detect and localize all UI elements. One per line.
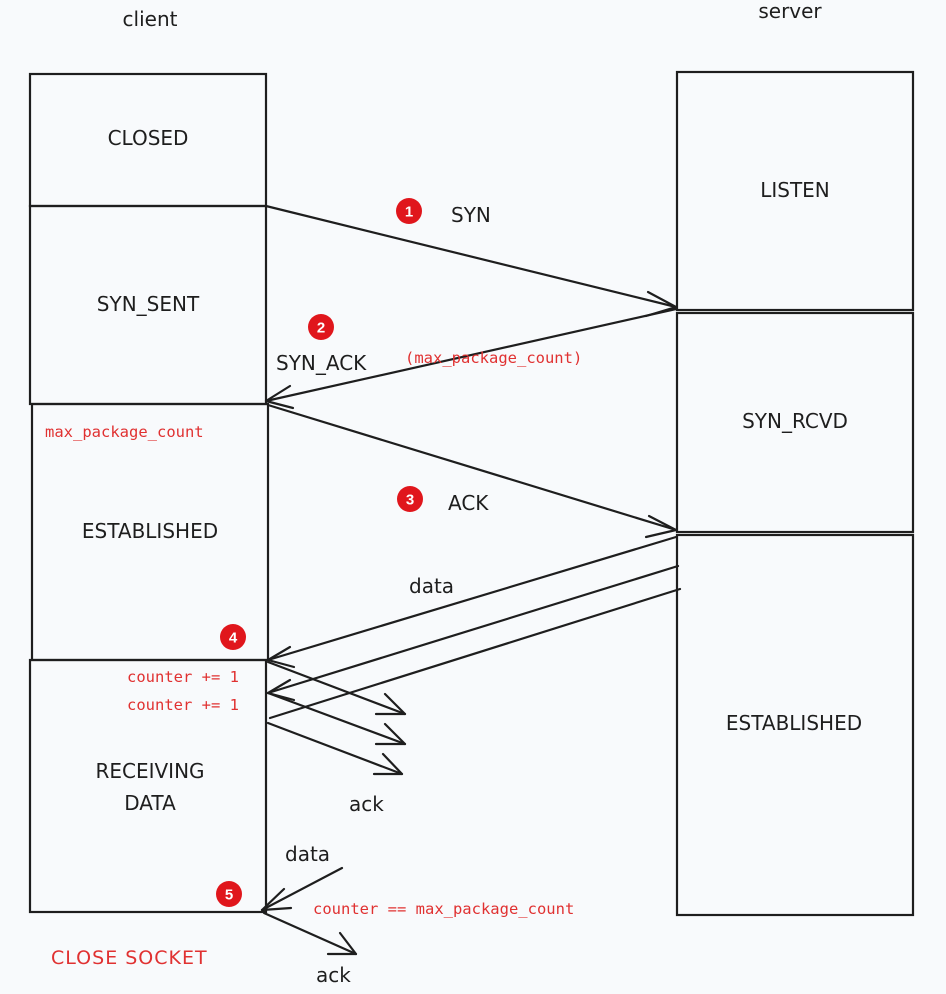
step-1-badge: 1: [396, 198, 422, 224]
server-column-label: server: [758, 0, 822, 23]
syn-ack-note: (max_package_count): [405, 349, 582, 367]
data-arrow-1: [266, 535, 678, 669]
server-state-listen-box: [675, 70, 915, 312]
ack-label: ACK: [448, 491, 489, 515]
syn-label: SYN: [451, 203, 491, 227]
final-condition-annotation: counter == max_package_count: [313, 900, 574, 918]
server-state-established: ESTABLISHED: [726, 711, 862, 735]
svg-text:3: 3: [406, 492, 414, 509]
ack-label-2: ack: [316, 963, 351, 987]
syn-ack-arrow: [264, 307, 678, 410]
svg-text:1: 1: [405, 204, 413, 221]
client-column-label: client: [123, 7, 178, 31]
client-state-closed: CLOSED: [108, 126, 189, 150]
ack-arrow: [266, 403, 678, 539]
client-state-receiving-line2: DATA: [124, 791, 176, 815]
final-ack-arrow: [262, 911, 358, 956]
syn-ack-label: SYN_ACK: [276, 351, 367, 375]
ack-reply-arrow-1: [266, 660, 407, 716]
server-state-listen: LISTEN: [760, 178, 830, 202]
step-4-badge: 4: [220, 624, 246, 650]
data-label-1: data: [409, 574, 454, 598]
svg-text:2: 2: [317, 320, 325, 337]
data-arrow-2: [266, 564, 680, 702]
client-state-established: ESTABLISHED: [82, 519, 218, 543]
step-2-badge: 2: [308, 314, 334, 340]
counter-increment-2: counter += 1: [127, 696, 239, 714]
ack-reply-arrow-3: [266, 721, 404, 776]
client-state-receiving-box: [28, 658, 268, 914]
client-state-receiving-line1: RECEIVING: [95, 759, 204, 783]
ack-reply-arrow-2: [266, 691, 407, 746]
max-package-count-annotation: max_package_count: [45, 423, 204, 441]
step-3-badge: 3: [397, 486, 423, 512]
svg-text:5: 5: [225, 887, 233, 904]
counter-increment-1: counter += 1: [127, 668, 239, 686]
svg-text:4: 4: [229, 630, 238, 647]
data-arrow-3: [268, 587, 682, 720]
server-state-syn-rcvd: SYN_RCVD: [742, 409, 848, 433]
ack-label-1: ack: [349, 792, 384, 816]
data-label-2: data: [285, 842, 330, 866]
client-state-syn-sent: SYN_SENT: [97, 292, 200, 316]
server-state-syn-rcvd-box: [675, 311, 915, 534]
step-5-badge: 5: [216, 881, 242, 907]
final-data-arrow: [260, 866, 344, 912]
close-socket-label: CLOSE SOCKET: [51, 947, 208, 969]
server-state-established-box: [675, 533, 915, 917]
